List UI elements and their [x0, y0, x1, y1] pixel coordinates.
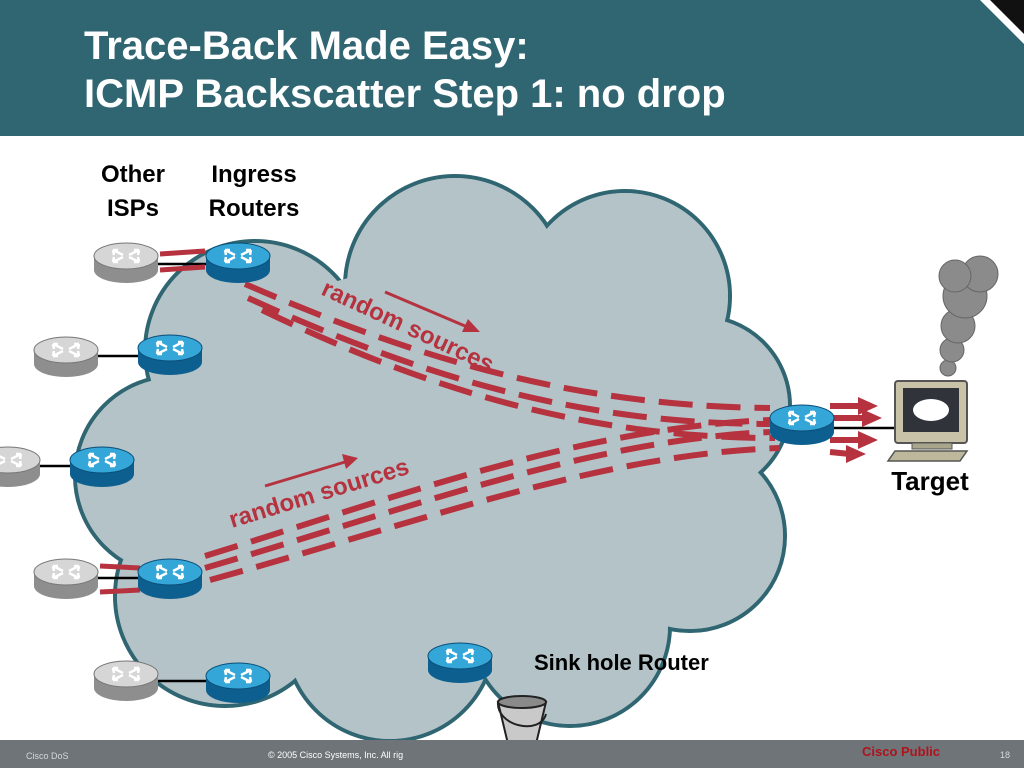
- network-diagram: random sources random sources Other ISPs…: [0, 136, 1024, 745]
- sink-hole-router-label: Sink hole Router: [534, 650, 709, 675]
- router-icon: [204, 241, 272, 285]
- isp-router-icon: [32, 557, 100, 601]
- target-label: Target: [891, 466, 969, 496]
- title-line-1: Trace-Back Made Easy:: [84, 24, 529, 68]
- isp-router-icon: [92, 659, 160, 703]
- footer-classification: Cisco Public: [862, 744, 941, 759]
- other-isps-line-1: Other: [100, 161, 165, 188]
- smoke-icon: [938, 255, 999, 377]
- direction-arrows: [264, 290, 480, 488]
- target-traffic-arrows: [829, 397, 882, 463]
- title-line-2: ICMP Backscatter Step 1: no drop: [84, 72, 726, 116]
- bucket-icon: [496, 695, 548, 745]
- isp-router-icon: [92, 241, 160, 285]
- ingress-routers-label: Ingress Routers: [192, 158, 316, 226]
- sink-hole-router-icon: [426, 641, 494, 685]
- page-number: 18: [999, 750, 1010, 760]
- isp-traffic: [99, 248, 206, 595]
- edge-router-icon: [768, 403, 836, 447]
- footer-course: Cisco DoS: [26, 751, 69, 761]
- router-icon: [136, 333, 204, 377]
- isp-router-icon: [0, 445, 42, 489]
- router-icon: [204, 661, 272, 705]
- isp-router-icon: [32, 335, 100, 379]
- other-isps-label: Other ISPs: [90, 158, 176, 226]
- header-corner-triangle: [990, 0, 1024, 34]
- top-traffic-stream: [243, 281, 776, 441]
- cloud-icon: [73, 174, 792, 743]
- slide-header: Trace-Back Made Easy: ICMP Backscatter S…: [0, 0, 1024, 136]
- bottom-traffic-stream: [204, 417, 781, 583]
- router-icon: [136, 557, 204, 601]
- slide-title: Trace-Back Made Easy: ICMP Backscatter S…: [84, 22, 726, 118]
- other-isps-line-2: ISPs: [106, 195, 160, 222]
- footer-copyright: © 2005 Cisco Systems, Inc. All rig: [268, 750, 404, 760]
- computer-icon: [886, 380, 969, 462]
- slide-footer: Cisco DoS © 2005 Cisco Systems, Inc. All…: [0, 740, 1024, 768]
- ingress-line-2: Routers: [208, 195, 300, 222]
- router-icon: [68, 445, 136, 489]
- ingress-line-1: Ingress: [211, 161, 297, 188]
- diagram-canvas: random sources random sources: [0, 174, 999, 745]
- isp-links: [40, 262, 895, 683]
